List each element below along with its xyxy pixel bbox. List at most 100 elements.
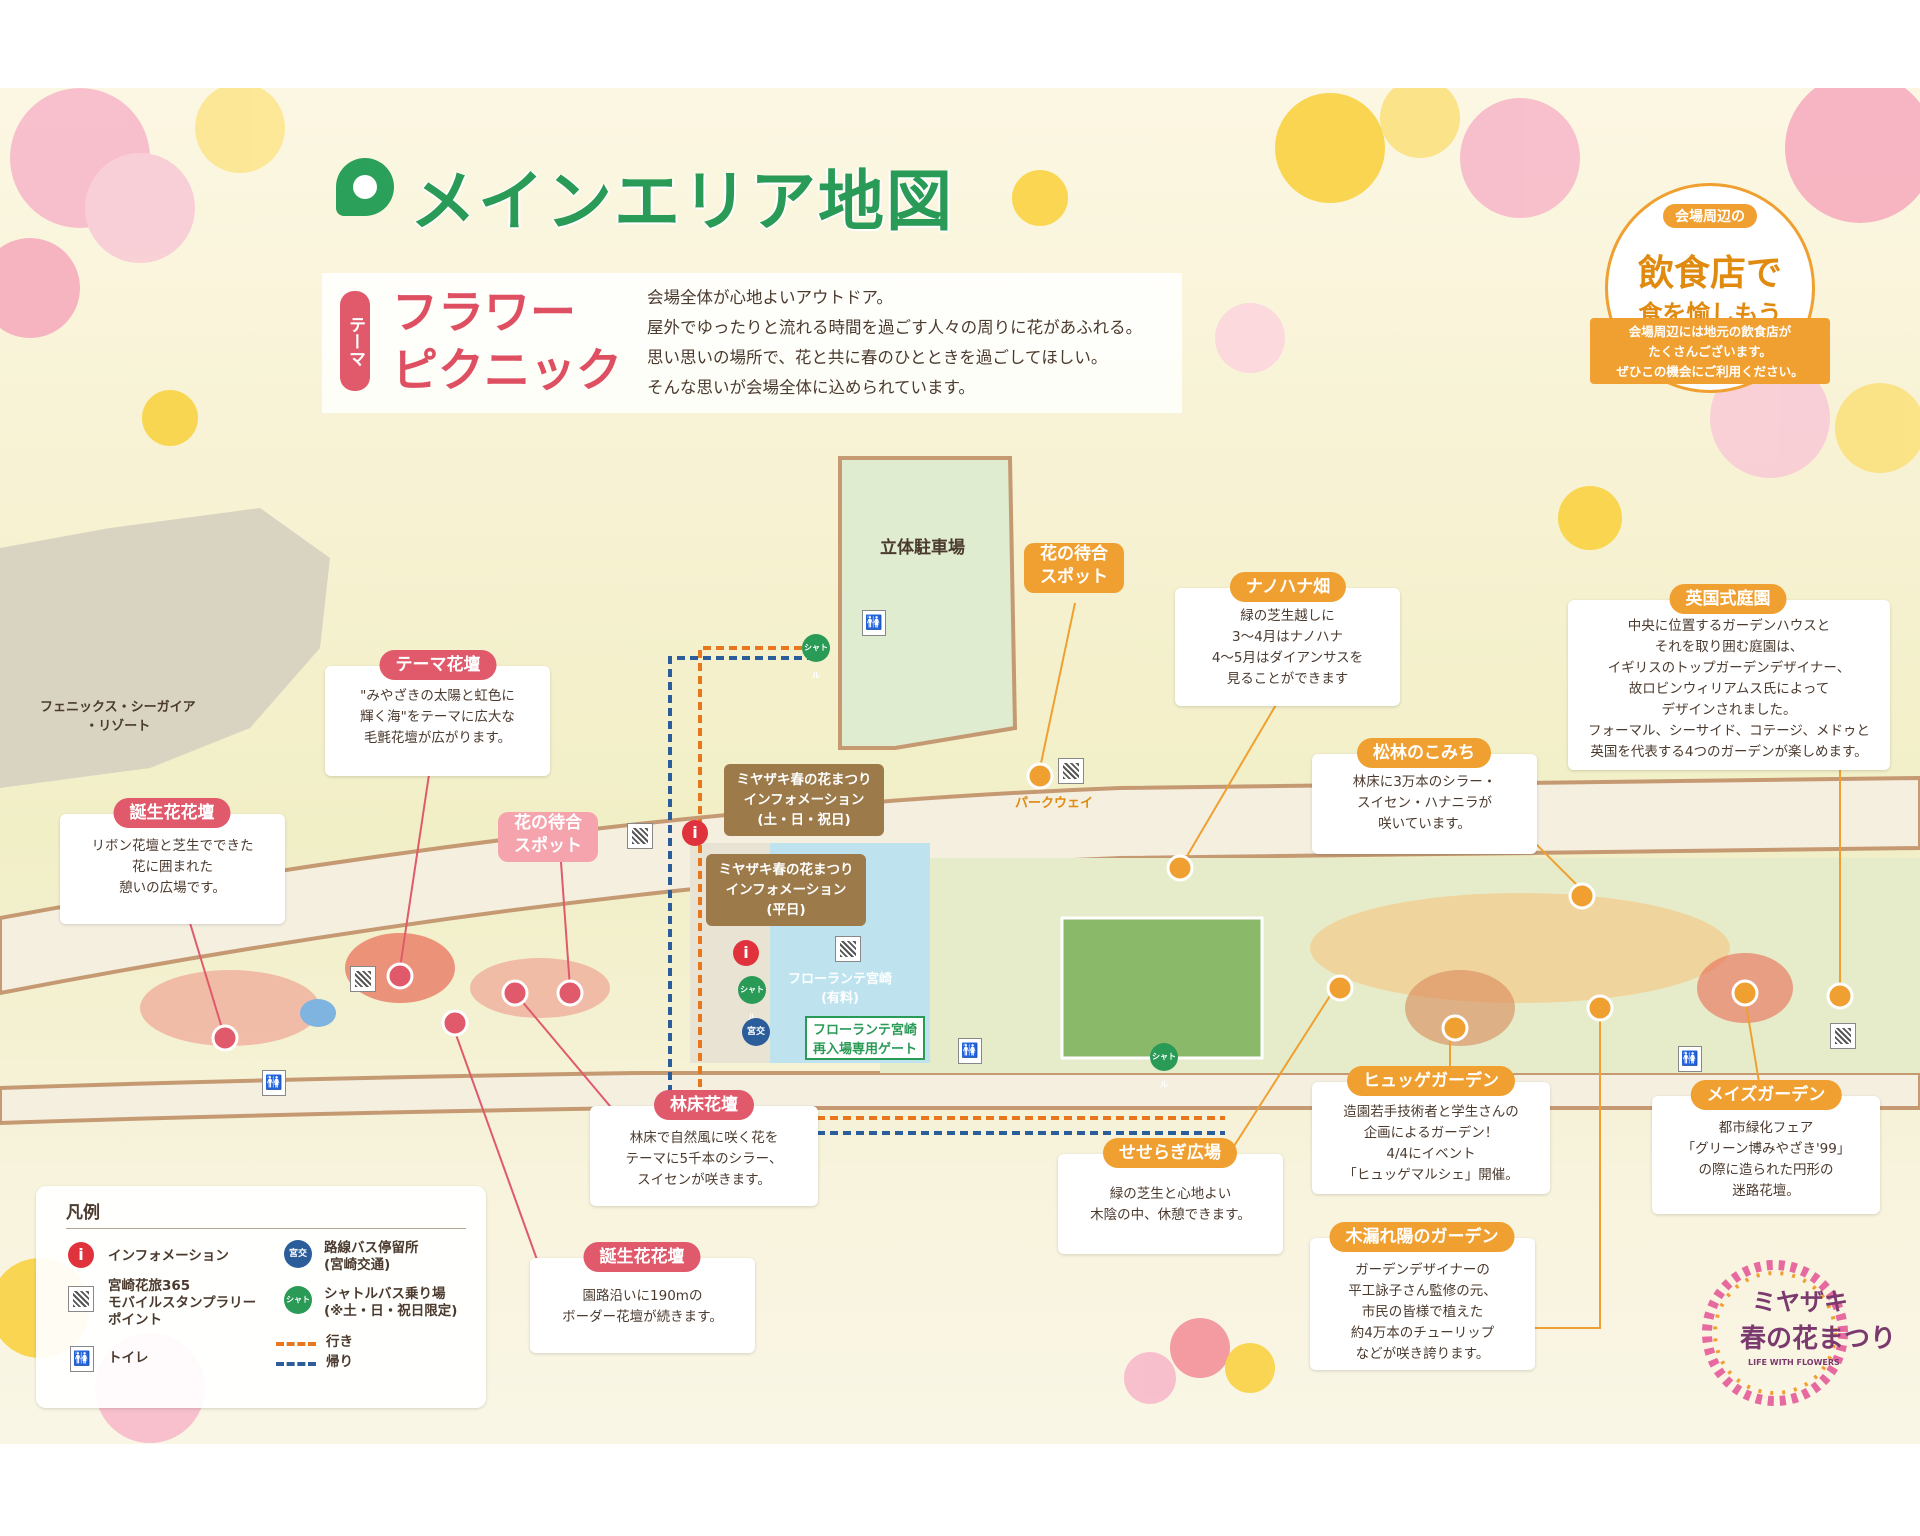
marker-seseragi bbox=[1326, 974, 1354, 1002]
spot-label-seseragi: せせらぎ広場 bbox=[1103, 1138, 1237, 1168]
parking-label: 立体駐車場 bbox=[880, 538, 965, 558]
spot-text: "みやざきの太陽と虹色に bbox=[360, 688, 515, 704]
spot-text: ボーダー花壇が続きます。 bbox=[562, 1309, 723, 1325]
legend-text: 帰り bbox=[326, 1354, 353, 1370]
resort-area bbox=[0, 508, 330, 788]
birth-plaza-area bbox=[140, 970, 320, 1046]
spot-text: 花に囲まれた bbox=[132, 859, 213, 875]
spot-label-hyugage: ヒュッゲガーデン bbox=[1347, 1066, 1515, 1096]
legend: 凡例 i インフォメーション 宮崎花旅365 モバイルスタンプラリー ポイント … bbox=[36, 1186, 486, 1408]
info-icon: i bbox=[68, 1242, 94, 1268]
spot-text: 迷路花壇。 bbox=[1732, 1183, 1800, 1199]
marker-nanohana bbox=[1166, 854, 1194, 882]
toilet-icon: 🚻 bbox=[1678, 1046, 1702, 1072]
food-ribbon: 会場周辺には地元の飲食店が たくさんございます。 ぜひこの機会にご利用ください。 bbox=[1590, 318, 1830, 384]
spot-text: スイセンが咲きます。 bbox=[637, 1172, 771, 1188]
festival-logo: ミヤザキ 春の花まつり LIFE WITH FLOWERS bbox=[1690, 1248, 1896, 1418]
spot-hyugage: 造園若手技術者と学生さんの 企画によるガーデン！ 4/4にイベント 「ヒュッゲマ… bbox=[1312, 1082, 1550, 1194]
route-go bbox=[698, 646, 1225, 1120]
info-line: ミヤザキ春の花まつり bbox=[736, 772, 872, 788]
legend-text: (宮崎交通) bbox=[324, 1257, 391, 1273]
stamp-point-icon bbox=[1058, 758, 1084, 784]
spot-text: 市民の皆様で植えた bbox=[1361, 1304, 1484, 1320]
shuttle-stop-icon: シャトル bbox=[802, 634, 830, 680]
theme-description: 会場全体が心地よいアウトドア。 屋外でゆったりと流れる時間を過ごす人々の周りに花… bbox=[647, 283, 1142, 403]
spot-text: テーマに5千本のシラー、 bbox=[625, 1151, 783, 1167]
marker-birth-plaza bbox=[211, 1024, 239, 1052]
spot-text: デザインされました。 bbox=[1661, 702, 1797, 718]
map-poster: メインエリア地図 テーマ フラワー ピクニック 会場全体が心地よいアウトドア。 … bbox=[0, 88, 1920, 1444]
spot-text: スイセン・ハナニラが bbox=[1357, 795, 1492, 811]
info-line: (土・日・祝日) bbox=[757, 812, 851, 828]
stamp-point-icon bbox=[627, 823, 653, 849]
theme-desc-line: 会場全体が心地よいアウトドア。 bbox=[647, 288, 893, 307]
spot-text: 造園若手技術者と学生さんの bbox=[1343, 1104, 1519, 1120]
legend-text: トイレ bbox=[108, 1350, 149, 1366]
legend-go: 行き bbox=[326, 1334, 353, 1351]
spot-text: 故ロビンウィリアムス氏によって bbox=[1628, 681, 1830, 697]
route-back-swatch bbox=[276, 1362, 316, 1366]
spot-label-wait-spot: 花の待合 スポット bbox=[498, 812, 598, 862]
spot-text: 緑の芝生と心地よい bbox=[1109, 1186, 1232, 1202]
spot-label-komorebi: 木漏れ陽のガーデン bbox=[1329, 1222, 1515, 1252]
shuttle-stop-icon: シャトル bbox=[738, 976, 766, 1022]
resort-label: フェニックス・シーガイア ・リゾート bbox=[40, 700, 196, 734]
marker-theme-bed bbox=[386, 962, 414, 990]
spot-text: 木陰の中、休憩できます。 bbox=[1090, 1207, 1251, 1223]
bus-stop-icon: 宮交 bbox=[742, 1018, 770, 1046]
spot-label-birth-border: 誕生花花壇 bbox=[583, 1242, 701, 1272]
route-go-swatch bbox=[276, 1342, 316, 1346]
spot-label-forest-bed: 林床花壇 bbox=[654, 1090, 754, 1120]
parking-area bbox=[838, 456, 1018, 750]
legend-back: 帰り bbox=[326, 1354, 353, 1371]
spot-label-maze: メイズガーデン bbox=[1690, 1080, 1842, 1110]
info-weekend: ミヤザキ春の花まつり インフォメーション (土・日・祝日) bbox=[724, 764, 884, 836]
spot-text: ガーデンデザイナーの bbox=[1355, 1262, 1490, 1278]
spot-text: 咲いています。 bbox=[1378, 816, 1471, 832]
spot-komorebi: ガーデンデザイナーの 平工詠子さん監修の元、 市民の皆様で植えた 約4万本のチュ… bbox=[1310, 1238, 1535, 1370]
spot-label-wait-spot-top: 花の待合 スポット bbox=[1024, 543, 1124, 593]
spot-label-english-garden: 英国式庭園 bbox=[1669, 584, 1787, 614]
pond bbox=[300, 999, 336, 1027]
food-line: たくさんございます。 bbox=[1648, 344, 1772, 359]
marker-wait-spot bbox=[556, 979, 584, 1007]
spot-text: 林床に3万本のシラー・ bbox=[1352, 774, 1497, 790]
info-line: インフォメーション bbox=[725, 882, 847, 898]
spot-text: 見ることができます bbox=[1226, 671, 1349, 687]
legend-text: 行き bbox=[326, 1334, 353, 1350]
marker-maze bbox=[1731, 979, 1759, 1007]
legend-text: インフォメーション bbox=[108, 1248, 229, 1264]
wait-spot-area bbox=[470, 958, 610, 1018]
spot-forest-bed: 林床で自然風に咲く花を テーマに5千本のシラー、 スイセンが咲きます。 bbox=[590, 1106, 818, 1206]
spot-text: 平工詠子さん監修の元、 bbox=[1348, 1283, 1497, 1299]
reentry-gate-label: フローランテ宮崎 再入場専用ゲート bbox=[805, 1016, 926, 1060]
spot-pine-path: 林床に3万本のシラー・ スイセン・ハナニラが 咲いています。 bbox=[1312, 754, 1537, 854]
spot-birth-plaza: リボン花壇と芝生でできた 花に囲まれた 憩いの広場です。 bbox=[60, 814, 285, 924]
spot-text: リボン花壇と芝生でできた bbox=[91, 838, 254, 854]
spot-text: 4/4にイベント bbox=[1386, 1146, 1476, 1162]
toilet-icon: 🚻 bbox=[862, 610, 886, 636]
theme-name: フラワー ピクニック bbox=[392, 285, 622, 397]
logo-line2: 春の花まつり bbox=[1740, 1324, 1897, 1354]
legend-text: 宮崎花旅365 bbox=[108, 1278, 191, 1294]
food-line: 会場周辺には地元の飲食店が bbox=[1628, 324, 1792, 339]
theme-desc-line: そんな思いが会場全体に込められています。 bbox=[647, 378, 975, 397]
spot-maze: 都市緑化フェア 「グリーン博みやざき'99」 の際に造られた円形の 迷路花壇。 bbox=[1652, 1096, 1880, 1214]
spot-text: 企画によるガーデン！ bbox=[1363, 1125, 1499, 1141]
spot-text: 輝く海"をテーマに広大な bbox=[360, 709, 515, 725]
spot-text: の際に造られた円形の bbox=[1698, 1162, 1834, 1178]
spot-label-nanohana: ナノハナ畑 bbox=[1229, 572, 1347, 602]
spot-text: 毛氈花壇が広がります。 bbox=[363, 730, 512, 746]
spot-text: 憩いの広場です。 bbox=[119, 880, 226, 896]
marker-hyugage bbox=[1441, 1014, 1469, 1042]
info-icon: i bbox=[682, 820, 708, 846]
spot-birth-border: 園路沿いに190mの ボーダー花壇が続きます。 bbox=[530, 1258, 755, 1353]
stamp-point-icon bbox=[835, 936, 861, 962]
spot-text: 中央に位置するガーデンハウスと bbox=[1627, 618, 1831, 634]
food-line: ぜひこの機会にご利用ください。 bbox=[1616, 364, 1804, 379]
info-line: ミヤザキ春の花まつり bbox=[718, 862, 854, 878]
food-main: 飲食店で bbox=[1637, 253, 1782, 294]
shuttle-stop-icon: シャトル bbox=[284, 1286, 312, 1332]
spot-text: 4～5月はダイアンサスを bbox=[1211, 650, 1364, 666]
